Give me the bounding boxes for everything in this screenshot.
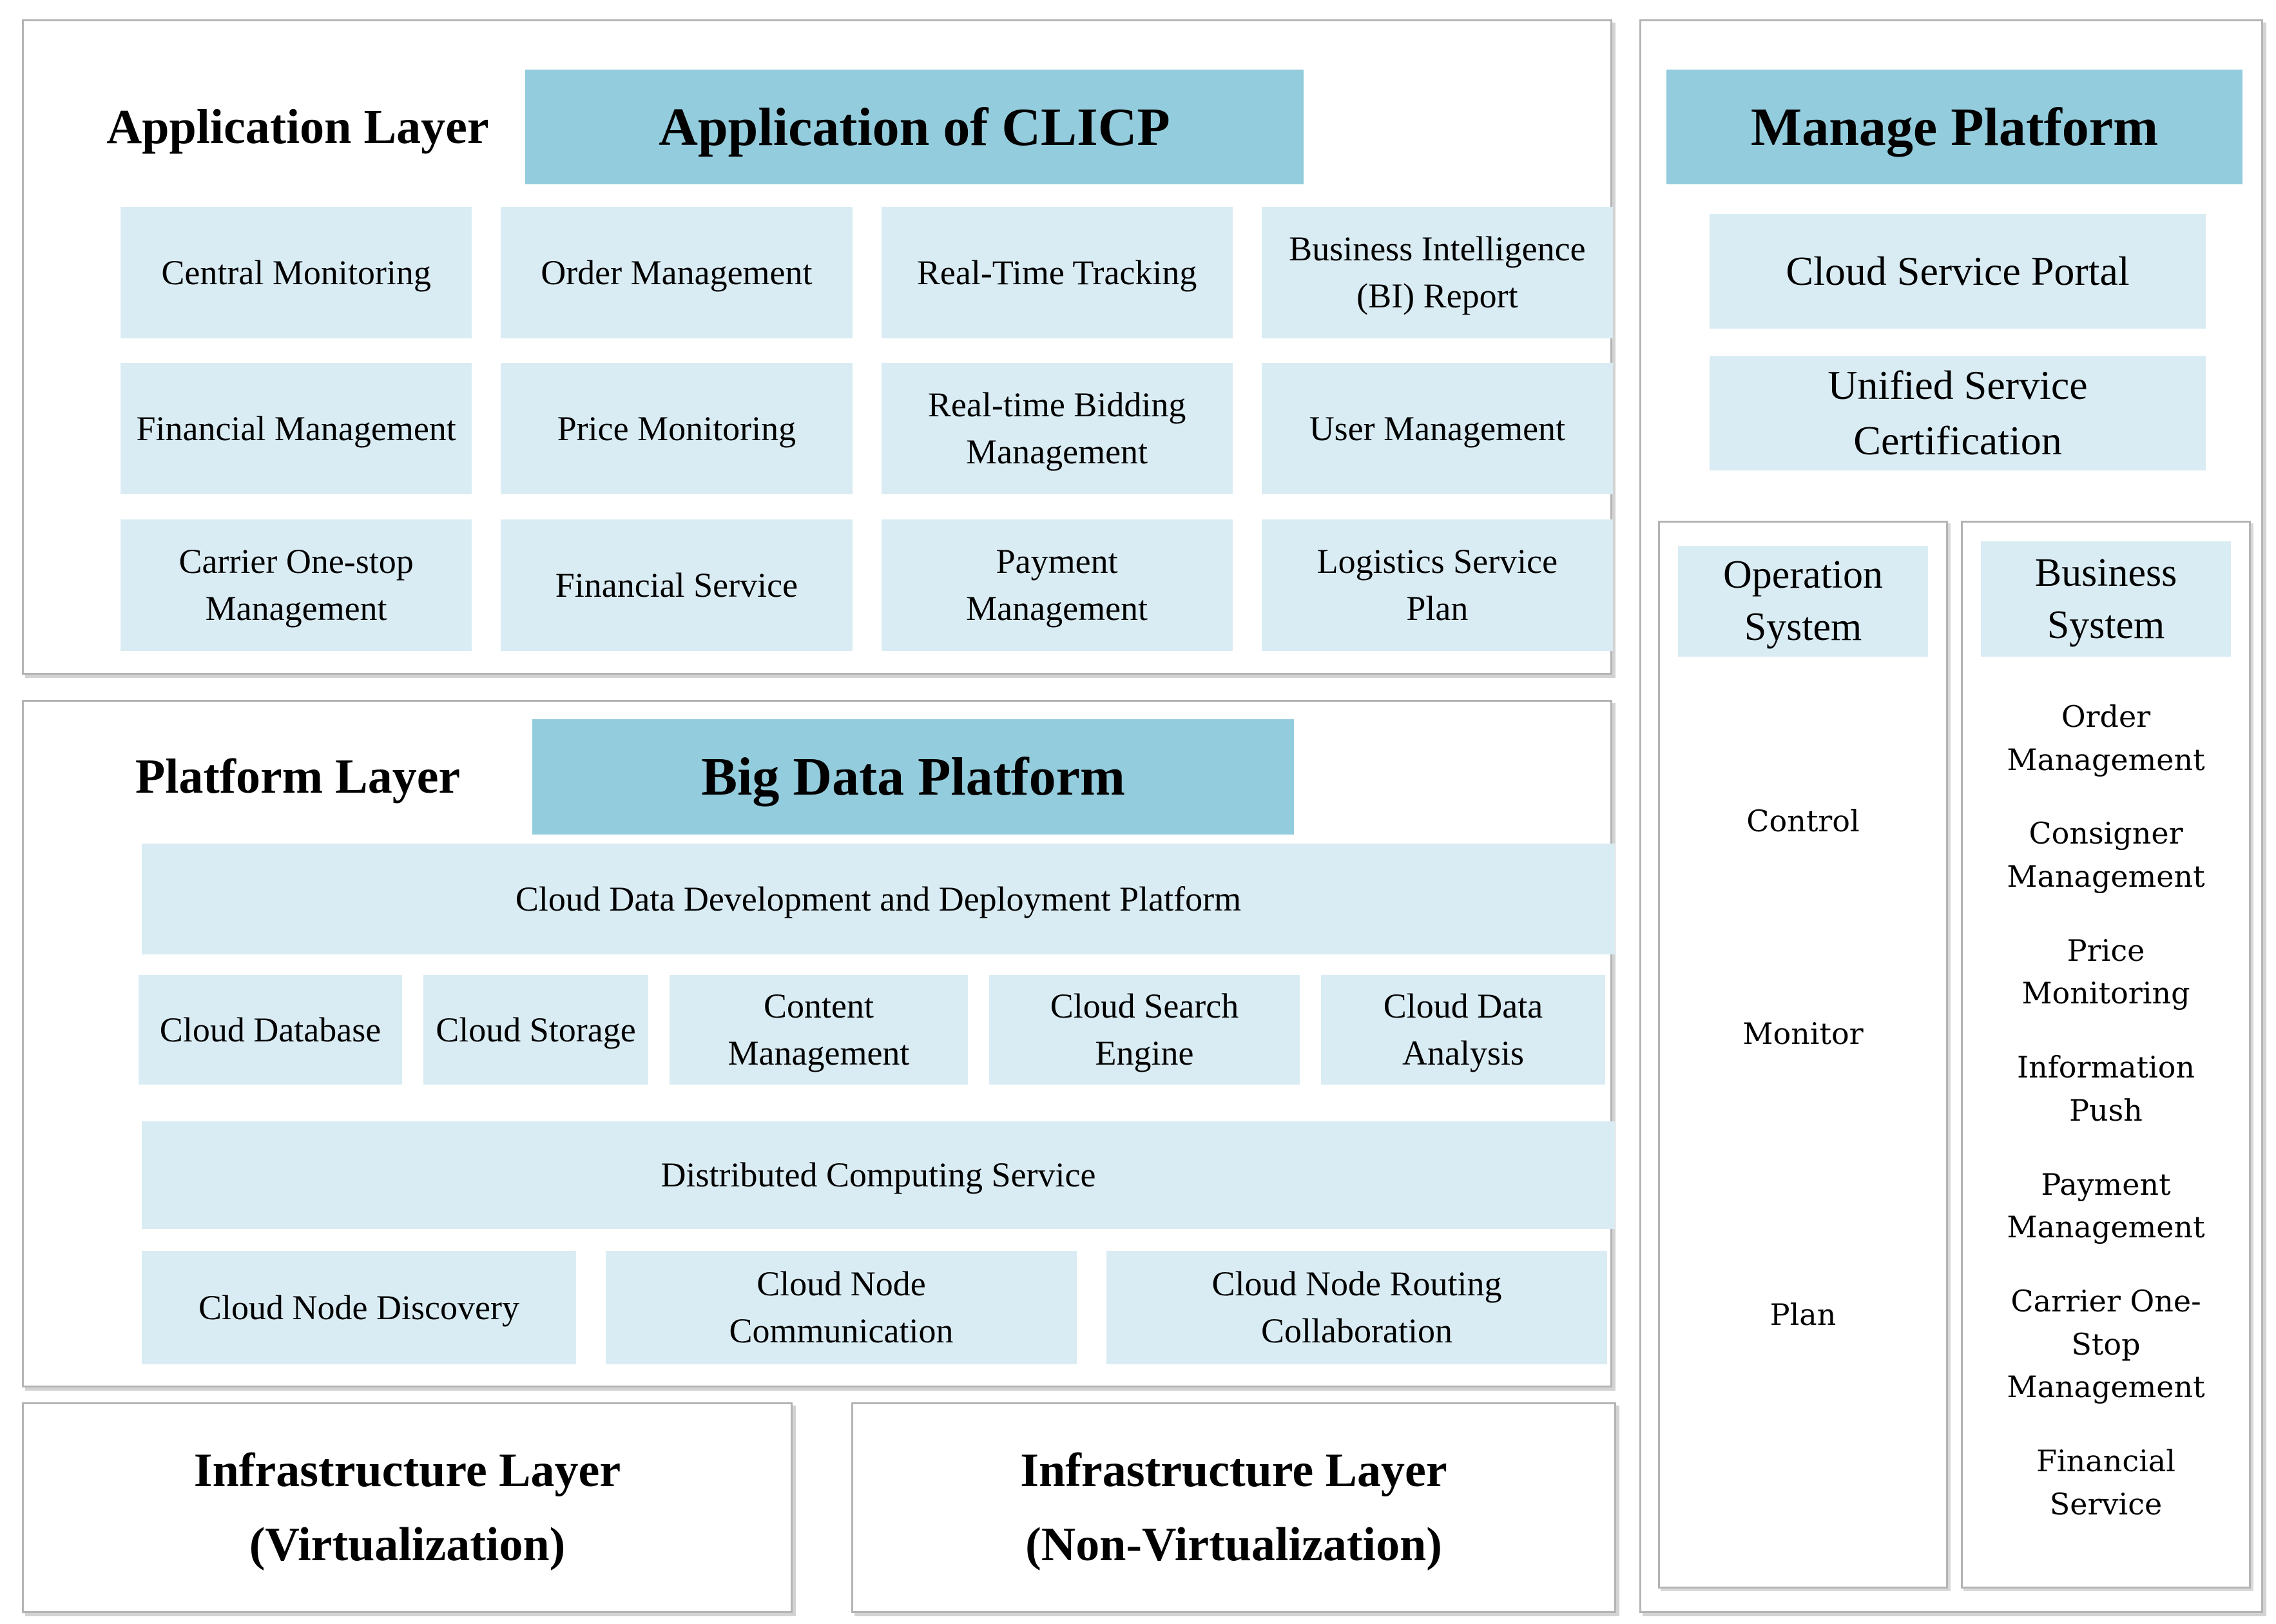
operation-item-monitor: Monitor: [1742, 1016, 1864, 1051]
content-management-box: Content Management: [670, 975, 968, 1085]
infra-non-virtualization-line2: (Non-Virtualization): [1025, 1518, 1442, 1571]
cloud-data-analysis-box: Cloud Data Analysis: [1321, 975, 1605, 1085]
cloud-search-engine-box: Cloud Search Engine: [989, 975, 1300, 1085]
user-management-box: User Management: [1261, 363, 1613, 494]
operation-item-plan: Plan: [1770, 1297, 1837, 1332]
business-system-list: Order Management Consigner Management Pr…: [1963, 695, 2249, 1525]
carrier-one-stop-box: Carrier One-stop Management: [121, 519, 472, 651]
order-management-box: Order Management: [501, 207, 853, 338]
business-item-price-monitoring: Price Monitoring: [2021, 933, 2190, 1011]
business-item-financial-service: Financial Service: [2036, 1443, 2175, 1522]
logistics-service-plan-box: Logistics Service Plan: [1261, 519, 1613, 651]
application-row-1: Central Monitoring Order Management Real…: [121, 207, 1613, 338]
business-item-order-management: Order Management: [2007, 699, 2205, 777]
unified-service-certification-box: Unified Service Certification: [1710, 356, 2206, 470]
infra-virtualization-line1: Infrastructure Layer: [193, 1444, 621, 1497]
cloud-database-box: Cloud Database: [139, 975, 402, 1085]
infra-non-virtualization-line1: Infrastructure Layer: [1020, 1444, 1447, 1497]
application-layer-title: Application Layer: [106, 99, 489, 154]
real-time-bidding-box: Real-time Bidding Management: [881, 363, 1233, 494]
platform-layer-title: Platform Layer: [135, 749, 461, 804]
application-of-clicp-header: Application of CLICP: [525, 70, 1304, 184]
bi-report-box: Business Intelligence (BI) Report: [1261, 207, 1613, 338]
business-item-consigner-management: Consigner Management: [2007, 816, 2205, 894]
payment-management-box: Payment Management: [881, 519, 1233, 651]
distributed-computing-service-box: Distributed Computing Service: [142, 1121, 1615, 1229]
real-time-tracking-box: Real-Time Tracking: [881, 207, 1233, 338]
cloud-node-routing-box: Cloud Node Routing Collaboration: [1106, 1251, 1607, 1364]
infra-virtualization-line2: (Virtualization): [249, 1518, 566, 1571]
cloud-service-portal-box: Cloud Service Portal: [1710, 214, 2206, 329]
cloud-node-row: Cloud Node Discovery Cloud Node Communic…: [142, 1251, 1607, 1364]
business-system-column: Business System Order Management Consign…: [1961, 521, 2251, 1589]
operation-system-header: Operation System: [1678, 546, 1928, 657]
manage-platform-panel: Manage Platform Cloud Service Portal Uni…: [1639, 19, 2263, 1613]
business-item-information-push: Information Push: [2016, 1050, 2195, 1128]
central-monitoring-box: Central Monitoring: [121, 207, 472, 338]
big-data-platform-header: Big Data Platform: [532, 719, 1294, 835]
cloud-dev-deployment-platform-box: Cloud Data Development and Deployment Pl…: [142, 844, 1615, 954]
infrastructure-virtualization-panel: Infrastructure Layer (Virtualization): [22, 1402, 793, 1613]
business-item-carrier-one-stop: Carrier One-Stop Management: [2007, 1283, 2205, 1405]
manage-platform-header: Manage Platform: [1666, 70, 2242, 184]
operation-item-control: Control: [1746, 804, 1860, 838]
business-item-payment-management: Payment Management: [2007, 1166, 2205, 1245]
application-row-2: Financial Management Price Monitoring Re…: [121, 363, 1613, 494]
cloud-node-communication-box: Cloud Node Communication: [606, 1251, 1077, 1364]
cloud-node-discovery-box: Cloud Node Discovery: [142, 1251, 576, 1364]
application-layer-panel: Application Layer Application of CLICP C…: [22, 19, 1613, 675]
platform-layer-panel: Platform Layer Big Data Platform Cloud D…: [22, 700, 1615, 1387]
cloud-storage-box: Cloud Storage: [423, 975, 648, 1085]
price-monitoring-box: Price Monitoring: [501, 363, 853, 494]
cloud-services-row: Cloud Database Cloud Storage Content Man…: [139, 975, 1605, 1085]
financial-service-box: Financial Service: [501, 519, 853, 651]
operation-system-column: Operation System Control Monitor Plan: [1658, 521, 1948, 1589]
infrastructure-non-virtualization-panel: Infrastructure Layer (Non-Virtualization…: [851, 1402, 1616, 1613]
financial-management-box: Financial Management: [121, 363, 472, 494]
business-system-header: Business System: [1981, 541, 2231, 657]
application-row-3: Carrier One-stop Management Financial Se…: [121, 519, 1613, 651]
